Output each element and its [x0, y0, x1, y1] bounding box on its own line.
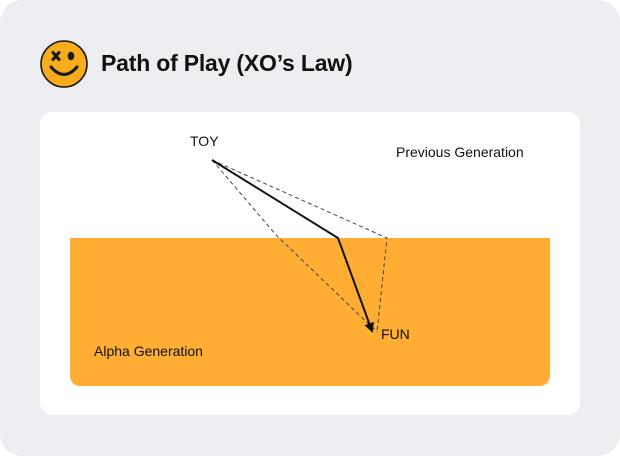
alpha-generation-label: Alpha Generation [94, 343, 203, 359]
fun-label: FUN [381, 326, 410, 342]
toy-label: TOY [190, 133, 219, 149]
play-path-arrow [211, 159, 374, 333]
alpha-generation-zone [70, 238, 550, 386]
dashed-inner-path [211, 159, 378, 333]
dashed-outer-path [211, 159, 388, 333]
previous-generation-label: Previous Generation [396, 144, 524, 160]
page-title: Path of Play (XO’s Law) [101, 50, 353, 76]
path-diagram [211, 159, 388, 333]
smiley-x-eyes-icon [40, 40, 88, 88]
diagram-panel: TOY Previous Generation FUN Alpha Genera… [40, 112, 580, 415]
